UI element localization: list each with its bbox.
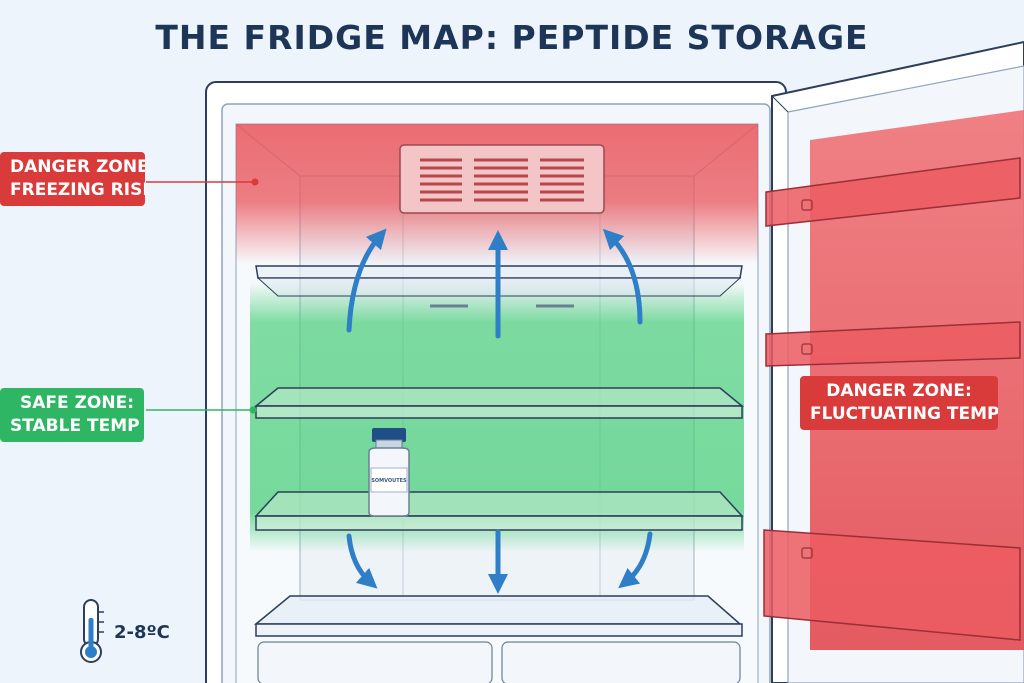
air-vent xyxy=(399,144,605,214)
thermometer-icon xyxy=(80,599,104,663)
safe-zone-label: SAFE ZONE: STABLE TEMP xyxy=(0,388,144,442)
door-zone-label: DANGER ZONE: FLUCTUATING TEMP xyxy=(800,376,998,430)
freezing-zone-line2: FREEZING RISK xyxy=(10,180,145,200)
crisper-shelf xyxy=(253,595,743,683)
door-zone-line2: FLUCTUATING TEMP xyxy=(810,404,998,424)
airflow-arrow-down-left xyxy=(346,533,378,589)
vial-label: SOMVOUTES xyxy=(371,478,407,484)
door-shelf-bottom xyxy=(763,529,1021,641)
door-shelf-middle xyxy=(765,321,1021,367)
freezing-zone-line1: DANGER ZONE: xyxy=(10,157,145,177)
door-shelf-top xyxy=(765,157,1021,227)
safe-zone-line2: STABLE TEMP xyxy=(10,416,140,436)
shelf-lower xyxy=(254,491,744,531)
vial-icon: SOMVOUTES xyxy=(368,428,410,517)
airflow-arrow-down-right xyxy=(618,531,653,589)
door-zone-line1: DANGER ZONE: xyxy=(826,381,972,401)
shelf-middle xyxy=(253,387,745,419)
safe-zone-line1: SAFE ZONE: xyxy=(20,393,134,413)
airflow-arrow-up-right xyxy=(602,228,643,325)
freezing-zone-label: DANGER ZONE: FREEZING RISK xyxy=(0,152,145,206)
temperature-range: 2-8ºC xyxy=(114,622,170,643)
airflow-arrows-down xyxy=(346,529,653,594)
page-title: THE FRIDGE MAP: PEPTIDE STORAGE xyxy=(155,18,869,57)
airflow-arrow-up-left xyxy=(346,228,387,333)
airflow-arrows-up xyxy=(346,228,643,339)
